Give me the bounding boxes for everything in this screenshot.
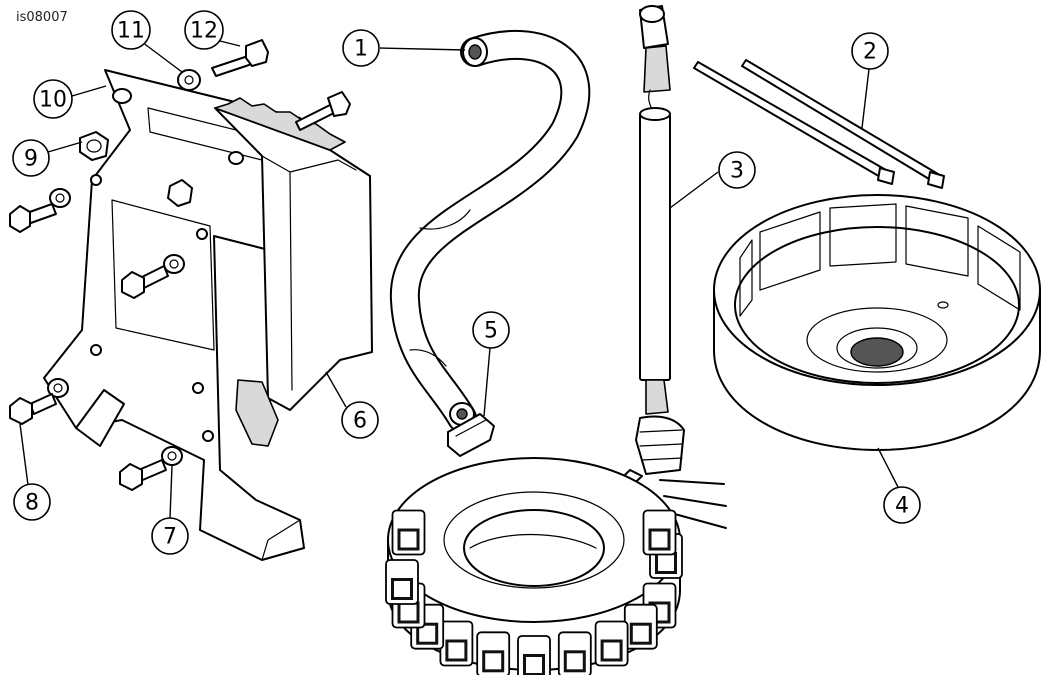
- hex-nut-part: [79, 131, 193, 207]
- callout-number: 10: [39, 88, 67, 113]
- callout-number: 4: [895, 494, 909, 519]
- callout-number: 9: [24, 147, 38, 172]
- voltage-regulator-part: [214, 97, 373, 447]
- cap-screw-part: [211, 39, 351, 131]
- stator-coil-highlight: [448, 642, 465, 659]
- callout-9: 9: [12, 139, 83, 177]
- callout-number: 8: [25, 491, 39, 516]
- callout-number: 2: [863, 40, 877, 65]
- callout-number: 1: [354, 37, 368, 62]
- stator-coil-highlight: [632, 625, 649, 642]
- callout-2: 2: [851, 32, 889, 129]
- callout-11: 11: [111, 10, 183, 73]
- hose-part: [389, 29, 591, 433]
- callout-1: 1: [342, 29, 466, 67]
- flange-bolt-part: [9, 203, 169, 491]
- stator-coil-highlight: [658, 555, 674, 571]
- callout-8: 8: [13, 423, 51, 521]
- stator-coil-highlight: [526, 657, 542, 673]
- cable-strap-part: [693, 59, 945, 189]
- stator-coil-highlight: [485, 653, 502, 670]
- callout-number: 6: [353, 409, 367, 434]
- callout-number: 5: [484, 319, 498, 344]
- callout-6: 6: [325, 371, 379, 439]
- stator-coil-highlight: [394, 581, 410, 597]
- stator-coil-highlight: [651, 531, 668, 548]
- callout-number: 12: [190, 19, 218, 44]
- rotor-part: [713, 194, 1041, 451]
- stator-coils: [385, 509, 683, 679]
- callout-3: 3: [669, 151, 756, 209]
- stator-coil-highlight: [400, 531, 417, 548]
- callout-number: 7: [163, 525, 177, 550]
- callout-7: 7: [151, 465, 189, 555]
- stator-coil-highlight: [566, 653, 583, 670]
- stator-coil-highlight: [419, 625, 436, 642]
- flat-washer-part: [47, 69, 201, 466]
- callout-10: 10: [33, 79, 107, 119]
- figure-id-label: is08007: [16, 10, 68, 25]
- callout-number: 11: [117, 19, 145, 44]
- callout-number: 3: [730, 159, 744, 184]
- callout-12: 12: [184, 10, 241, 50]
- mounting-bracket-part: [43, 69, 309, 561]
- hose-clip-part: [447, 413, 495, 457]
- callout-4: 4: [877, 447, 921, 524]
- stator-coil-highlight: [400, 604, 417, 621]
- callout-5: 5: [472, 311, 510, 417]
- stator-coil-highlight: [603, 642, 620, 659]
